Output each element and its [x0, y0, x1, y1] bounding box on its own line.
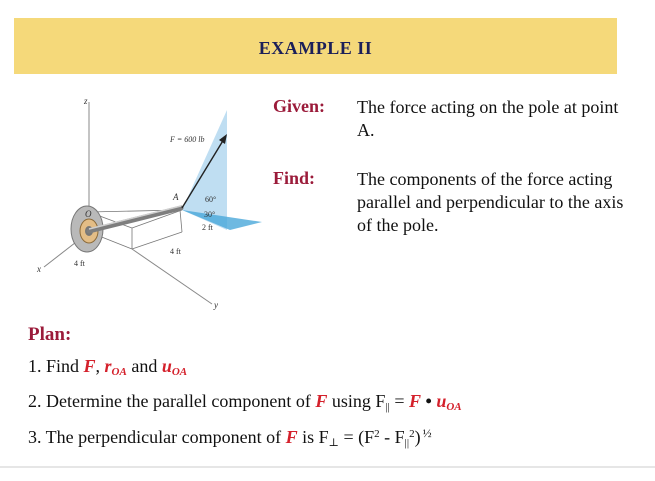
pole [86, 205, 184, 234]
angle-60-label: 60° [205, 195, 216, 204]
plan-step-3: 3. The perpendicular component of F is F… [28, 426, 432, 449]
given-label: Given: [273, 96, 325, 116]
dim-4ft-x-label: 4 ft [74, 259, 86, 268]
x-axis-label: x [36, 264, 41, 274]
projection-plane [182, 210, 262, 230]
page-title: EXAMPLE II [258, 38, 373, 58]
dim-2ft-label: 2 ft [202, 223, 214, 232]
title-banner: EXAMPLE II [14, 18, 617, 74]
point-a-label: A [172, 192, 179, 202]
origin-label: O [85, 209, 92, 219]
force-arrowhead [219, 134, 227, 144]
plan-title: Plan: [28, 324, 72, 345]
find-text: The components of the force acting paral… [357, 169, 624, 235]
z-axis-label: z [83, 96, 88, 106]
plan-step-2: 2. Determine the parallel component of F… [28, 391, 462, 413]
find-label: Find: [273, 168, 316, 188]
plan-step-1: 1. Find F, rOA and uOA [28, 356, 188, 378]
dim-4ft-y-label: 4 ft [170, 247, 182, 256]
force-label: F = 600 lb [169, 135, 205, 144]
bottom-divider [0, 466, 655, 468]
given-text: The force acting on the pole at point A. [357, 97, 619, 140]
pole-force-diagram: z x y O A F = 600 lb 60° 30° 2 ft 4 ft 4… [36, 96, 262, 310]
y-axis-label: y [213, 300, 218, 310]
force-vector [181, 138, 225, 209]
angle-30-label: 30° [204, 210, 215, 219]
y-axis [131, 248, 213, 305]
